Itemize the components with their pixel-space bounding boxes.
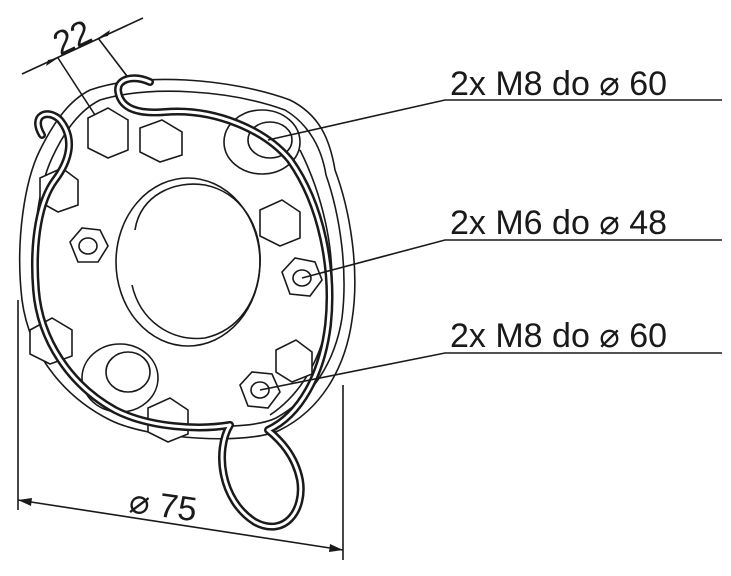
leader-top xyxy=(267,99,722,141)
arrow-head xyxy=(18,498,32,506)
clip xyxy=(275,339,313,383)
central-hole xyxy=(115,177,261,347)
arrow-head xyxy=(46,58,58,66)
callout-leaders xyxy=(259,99,722,391)
dimension-22 xyxy=(21,17,144,116)
callout-bottom-label: 2x M8 do ⌀ 60 xyxy=(450,317,667,355)
arrow-head xyxy=(98,30,110,38)
dimension-22-extension-right xyxy=(97,37,131,81)
arrow-head xyxy=(329,544,343,552)
plate-outline xyxy=(18,78,356,440)
leader-middle xyxy=(301,239,722,279)
dimension-22-line xyxy=(21,17,144,75)
mounting-hole-top xyxy=(223,109,301,175)
clip xyxy=(87,107,129,159)
dimension-22-extension-left xyxy=(57,57,96,116)
leader-bottom xyxy=(259,352,722,391)
clip xyxy=(259,199,301,247)
diameter-line xyxy=(17,499,344,551)
dimension-diameter xyxy=(17,300,344,560)
nut-left xyxy=(69,227,109,263)
mounting-hole-bottom xyxy=(81,343,159,413)
spring-wire-left-highlight xyxy=(33,112,232,429)
clip xyxy=(147,397,189,443)
dimension-22-label: 22 xyxy=(47,13,97,63)
clips xyxy=(29,107,313,443)
callout-top-label: 2x M8 do ⌀ 60 xyxy=(450,65,667,103)
dimension-diameter-label: ⌀ 75 xyxy=(127,482,199,529)
spring-wire-right-highlight xyxy=(116,76,331,529)
spring-wire xyxy=(30,74,334,531)
nut-right xyxy=(281,257,323,297)
clip xyxy=(139,119,183,163)
callout-middle-label: 2x M6 do ⌀ 48 xyxy=(450,204,667,242)
central-hole-inner xyxy=(131,183,261,340)
